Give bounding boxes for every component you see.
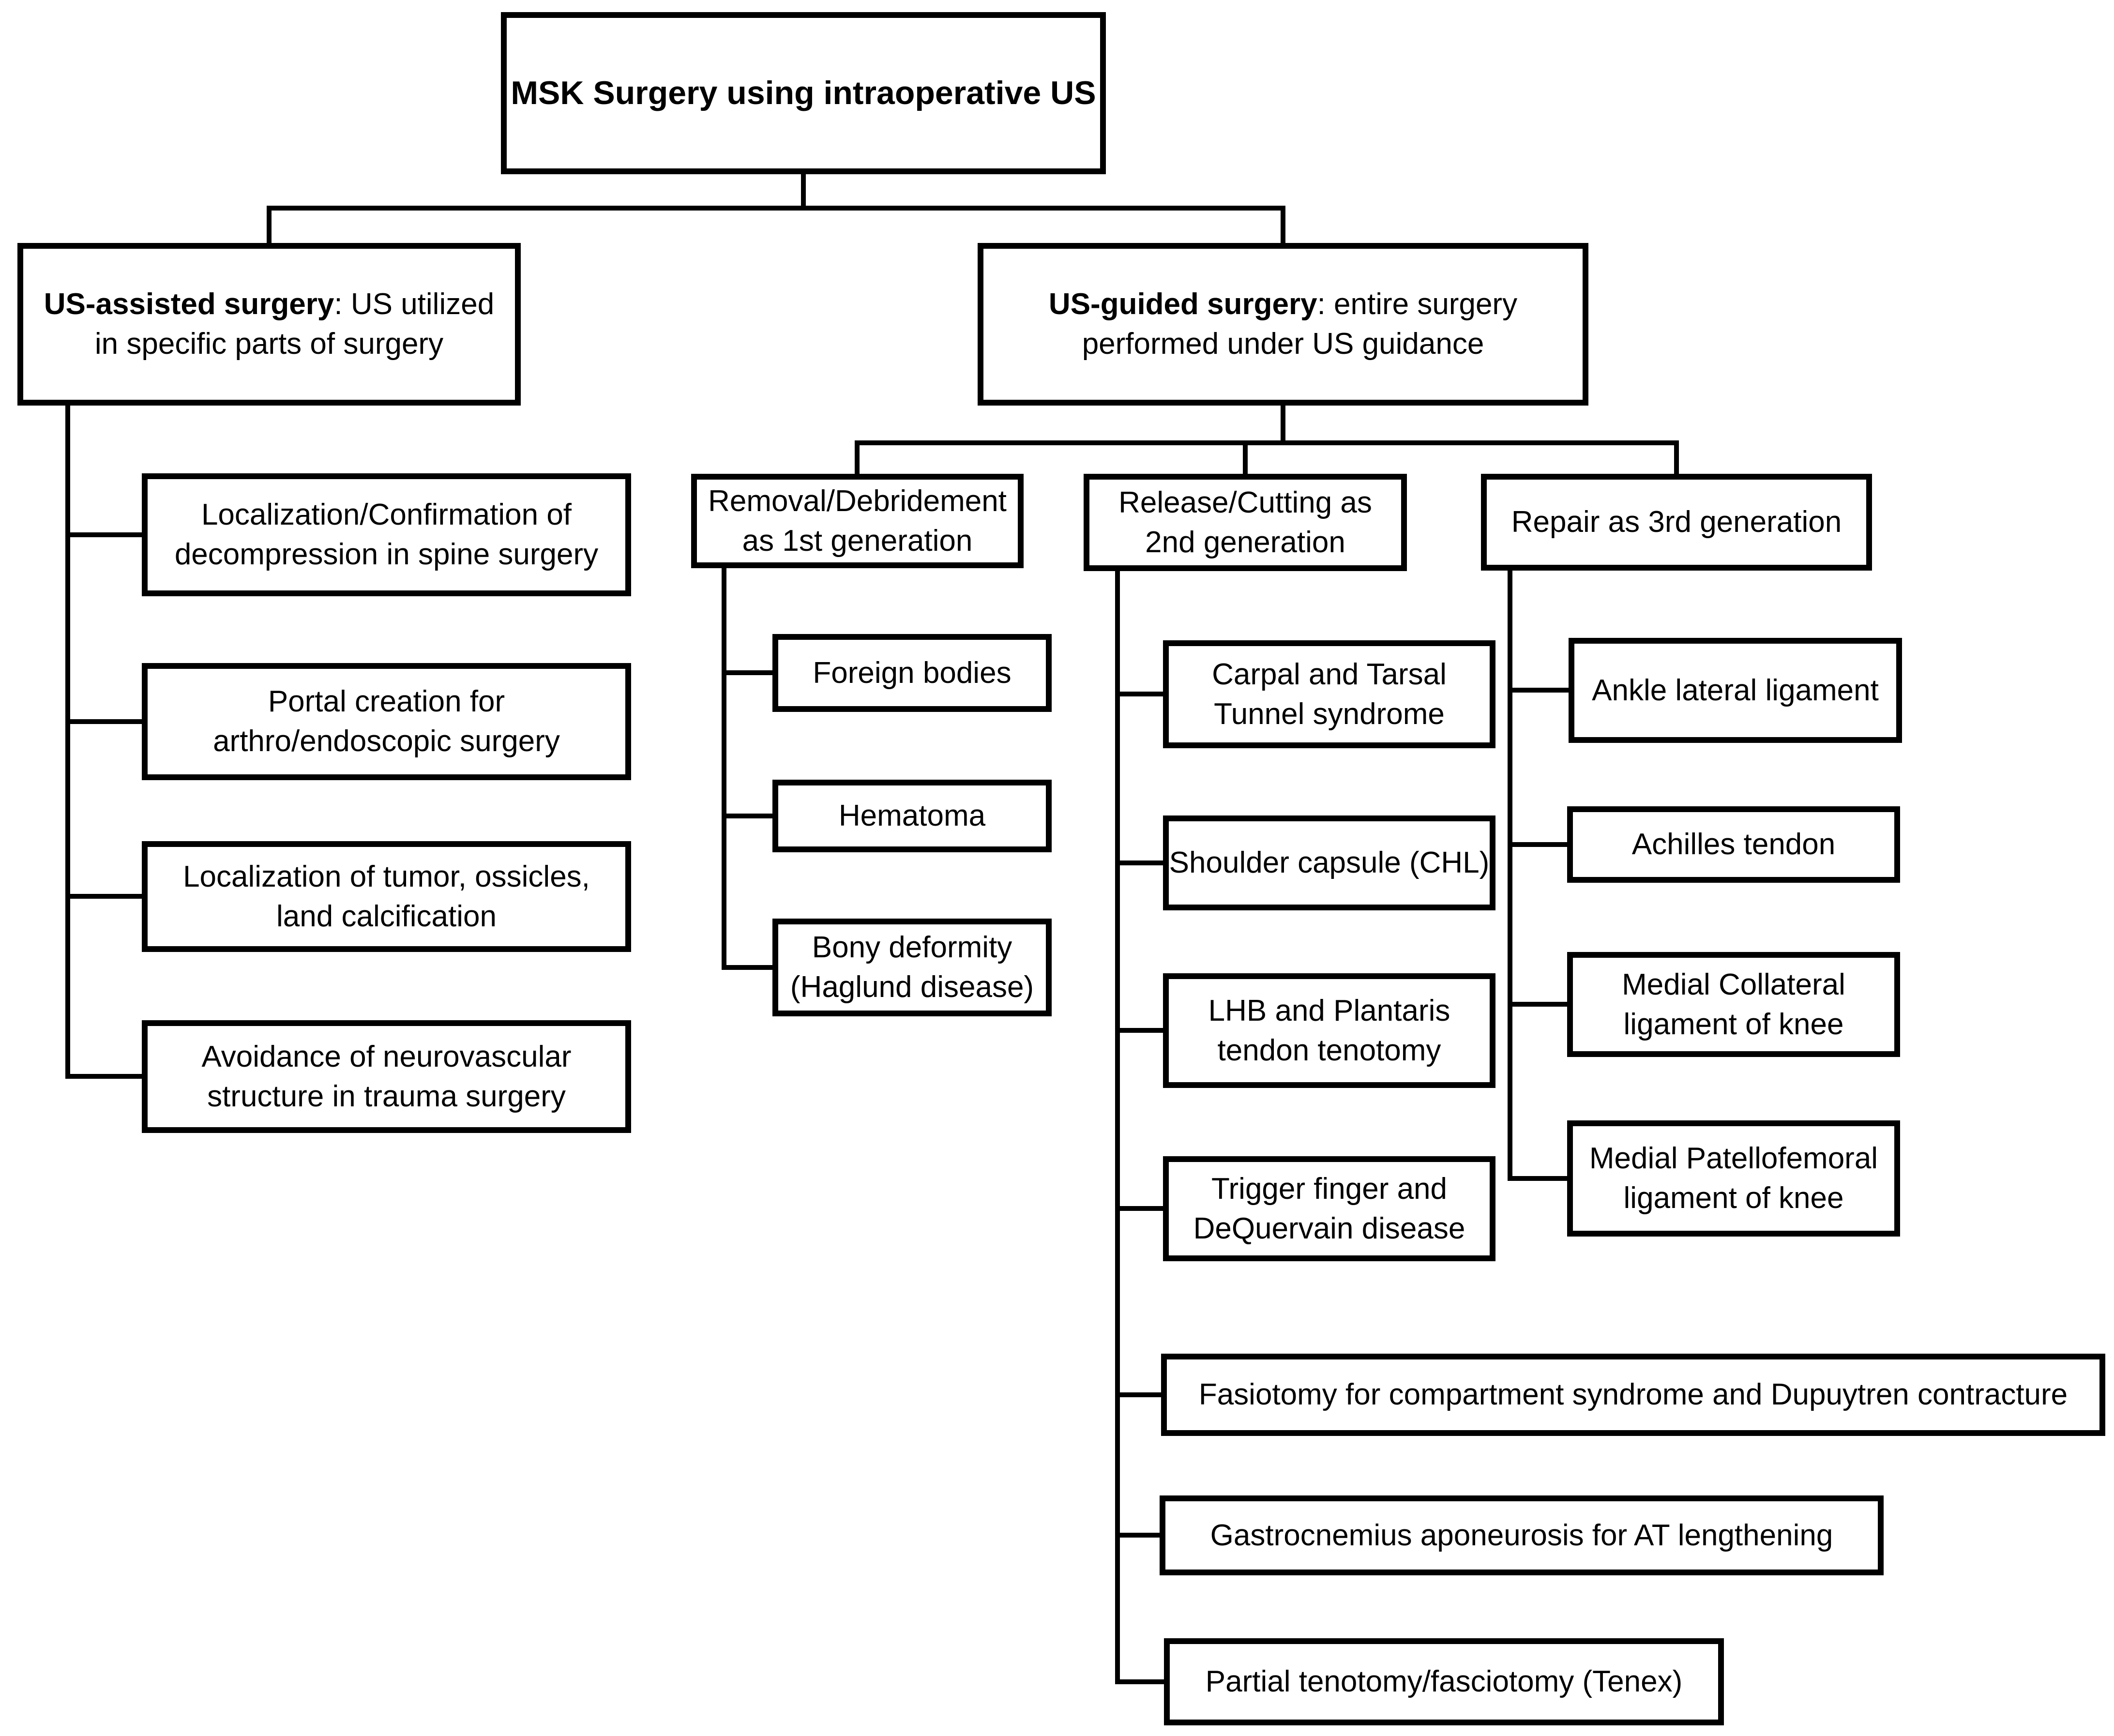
connector-gen2-trunk — [1115, 571, 1120, 1684]
connector-gen3-trunk — [1508, 571, 1512, 1181]
node-achilles-tendon: Achilles tendon — [1567, 806, 1900, 883]
node-repair-generation: Repair as 3rd generation — [1481, 474, 1872, 571]
node-label-line: US-guided surgery: entire surgery — [1049, 285, 1517, 324]
node-gastrocnemius: Gastrocnemius aponeurosis for AT lengthe… — [1160, 1495, 1884, 1575]
connector-assisted-stub-4 — [65, 1074, 142, 1079]
node-label-line: ligament of knee — [1623, 1007, 1844, 1041]
node-carpal-tarsal: Carpal and Tarsal Tunnel syndrome — [1163, 640, 1495, 748]
connector-us-guided-drop — [1281, 206, 1285, 243]
node-label-bold: US-assisted surgery — [44, 287, 334, 321]
node-label-line: Hematoma — [838, 799, 986, 833]
connector-us-assisted-drop — [267, 206, 272, 243]
node-label-rest: : US utilized — [334, 287, 495, 321]
node-label-line: Ankle lateral ligament — [1592, 673, 1879, 707]
node-label-line: (Haglund disease) — [790, 970, 1034, 1004]
connector-gen1-stub-3 — [722, 965, 772, 970]
node-bony-deformity: Bony deformity (Haglund disease) — [772, 919, 1052, 1016]
connector-gen3-stub-4 — [1508, 1176, 1567, 1181]
node-label-line: land calcification — [276, 899, 497, 933]
node-label-line: Medial Patellofemoral — [1589, 1142, 1878, 1176]
node-label-line: Release/Cutting as — [1118, 485, 1372, 519]
node-label-line: Portal creation for — [268, 685, 505, 719]
node-label-line: arthro/endoscopic surgery — [213, 725, 560, 758]
connector-gen2-stub-7 — [1115, 1679, 1164, 1684]
node-ankle-lateral: Ankle lateral ligament — [1569, 638, 1902, 743]
node-localization-decompression: Localization/Confirmation of decompressi… — [142, 473, 631, 596]
node-label-line: MSK Surgery using intraoperative US — [511, 74, 1096, 111]
node-us-assisted: US-assisted surgery: US utilized in spec… — [17, 243, 521, 406]
connector-gen3-drop — [1674, 440, 1679, 474]
node-medial-collateral: Medial Collateral ligament of knee — [1567, 952, 1900, 1057]
connector-gen1-stub-1 — [722, 670, 772, 675]
node-trigger-finger: Trigger finger and DeQuervain disease — [1163, 1156, 1495, 1261]
node-fasiotomy: Fasiotomy for compartment syndrome and D… — [1161, 1354, 2105, 1436]
connector-gen1-trunk — [722, 568, 726, 970]
node-label-line: Localization/Confirmation of — [201, 498, 572, 532]
node-label-line: Shoulder capsule (CHL) — [1169, 846, 1490, 880]
connector-assisted-stub-2 — [65, 719, 142, 724]
connector-gen2-stub-2 — [1115, 860, 1163, 865]
node-label-line: structure in trauma surgery — [207, 1079, 566, 1113]
node-label-line: Fasiotomy for compartment syndrome and D… — [1198, 1378, 2068, 1412]
connector-assisted-stub-1 — [65, 532, 142, 537]
connector-assisted-stub-3 — [65, 894, 142, 899]
node-us-guided: US-guided surgery: entire surgery perfor… — [978, 243, 1588, 406]
connector-guided-stem — [1281, 406, 1285, 445]
node-label-line: Medial Collateral — [1622, 967, 1845, 1001]
node-label-line: US-assisted surgery: US utilized — [44, 285, 494, 324]
node-label-line: Repair as 3rd generation — [1511, 505, 1842, 539]
node-label-rest: : entire surgery — [1317, 287, 1518, 321]
node-label-line: performed under US guidance — [1082, 327, 1484, 361]
node-label-bold: US-guided surgery — [1048, 287, 1317, 321]
connector-gen3-stub-2 — [1508, 842, 1567, 847]
node-neurovascular-avoidance: Avoidance of neurovascular structure in … — [142, 1020, 631, 1133]
connector-assisted-trunk — [65, 406, 70, 1079]
node-medial-patellofemoral: Medial Patellofemoral ligament of knee — [1567, 1120, 1900, 1237]
node-label-line: in specific parts of surgery — [94, 327, 444, 361]
node-portal-creation: Portal creation for arthro/endoscopic su… — [142, 663, 631, 780]
node-label-line: Trigger finger and — [1211, 1172, 1448, 1206]
node-label-line: decompression in spine surgery — [174, 538, 599, 571]
node-label-line: Foreign bodies — [813, 656, 1012, 690]
node-removal-debridement: Removal/Debridement as 1st generation — [691, 474, 1024, 568]
node-label-line: Achilles tendon — [1631, 828, 1836, 861]
connector-branch-bar — [267, 206, 1285, 211]
connector-gen2-drop — [1243, 440, 1248, 474]
node-hematoma: Hematoma — [772, 780, 1052, 852]
node-label-line: Localization of tumor, ossicles, — [183, 860, 590, 893]
node-lhb-plantaris: LHB and Plantaris tendon tenotomy — [1163, 973, 1495, 1088]
node-label-line: ligament of knee — [1623, 1181, 1844, 1215]
node-label-line: Carpal and Tarsal — [1212, 657, 1447, 691]
connector-gen2-stub-3 — [1115, 1028, 1163, 1033]
node-label-line: 2nd generation — [1145, 525, 1345, 559]
node-label-line: Removal/Debridement — [708, 484, 1007, 518]
node-label-line: DeQuervain disease — [1193, 1211, 1465, 1245]
connector-gen3-stub-3 — [1508, 1002, 1567, 1007]
connector-generation-bar — [855, 440, 1679, 445]
node-label-line: Avoidance of neurovascular — [201, 1040, 572, 1073]
node-tumor-localization: Localization of tumor, ossicles, land ca… — [142, 841, 631, 952]
connector-gen2-stub-1 — [1115, 692, 1163, 696]
node-label-line: tendon tenotomy — [1217, 1033, 1441, 1067]
connector-root-stem — [801, 174, 806, 211]
node-shoulder-capsule: Shoulder capsule (CHL) — [1163, 815, 1495, 910]
node-label-line: Gastrocnemius aponeurosis for AT lengthe… — [1210, 1518, 1833, 1552]
node-foreign-bodies: Foreign bodies — [772, 634, 1052, 712]
connector-gen2-stub-4 — [1115, 1206, 1163, 1211]
node-label-line: Partial tenotomy/fasciotomy (Tenex) — [1205, 1665, 1683, 1699]
node-msk-root: MSK Surgery using intraoperative US — [501, 12, 1106, 174]
node-label-line: Tunnel syndrome — [1214, 697, 1445, 731]
connector-gen1-drop — [855, 440, 860, 474]
connector-gen1-stub-2 — [722, 814, 772, 818]
node-label-line: LHB and Plantaris — [1208, 994, 1450, 1027]
connector-gen3-stub-1 — [1508, 688, 1569, 693]
connector-gen2-stub-6 — [1115, 1533, 1160, 1538]
node-label-line: as 1st generation — [742, 524, 973, 558]
node-partial-tenotomy: Partial tenotomy/fasciotomy (Tenex) — [1164, 1638, 1724, 1725]
node-release-cutting: Release/Cutting as 2nd generation — [1084, 474, 1407, 571]
node-label-line: Bony deformity — [812, 931, 1012, 965]
connector-gen2-stub-5 — [1115, 1392, 1161, 1397]
